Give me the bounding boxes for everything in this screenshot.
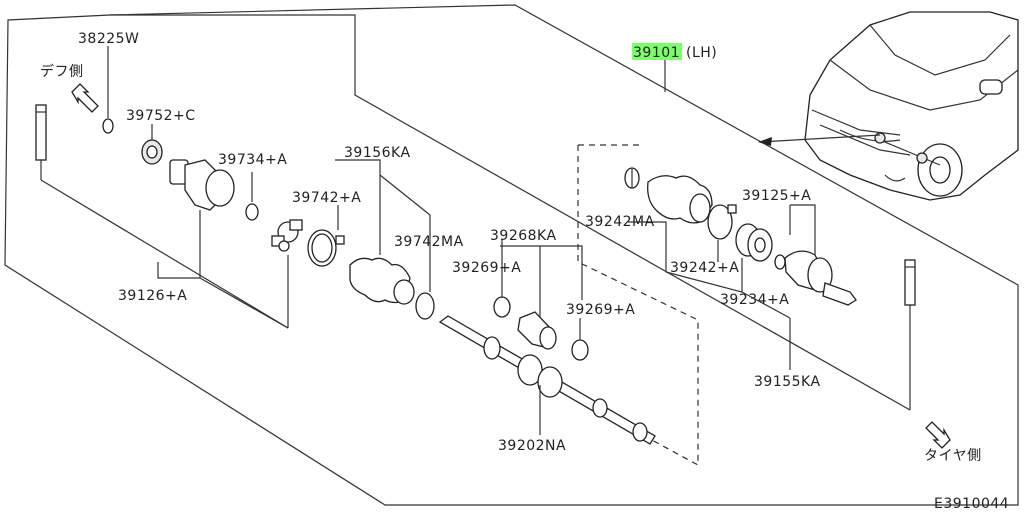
- diff-side-label: デフ側: [40, 63, 84, 80]
- oil-seal-39752c: [141, 139, 163, 165]
- leader-39156ka-b: [379, 174, 431, 216]
- part-label-39242a[interactable]: 39242+A: [670, 260, 739, 276]
- part-label-39269a-top[interactable]: 39269+A: [452, 260, 521, 276]
- inner-boot-39156ka: [349, 257, 415, 305]
- inner-joint-housing: [169, 159, 235, 211]
- outer-joint-cage-39234a: [735, 223, 786, 270]
- callout-arrowhead: [758, 137, 772, 146]
- band-clip: [727, 204, 737, 214]
- left-rod-part: [35, 104, 47, 180]
- part-label-39155ka[interactable]: 39155KA: [754, 374, 821, 390]
- part-label-39268ka[interactable]: 39268KA: [490, 228, 557, 244]
- leader-39126a-join: [157, 262, 200, 279]
- part-label-39156ka[interactable]: 39156KA: [344, 145, 411, 161]
- diagram-frame: [4, 4, 1019, 506]
- boot-band-39742ma: [415, 292, 435, 320]
- snap-ring-38225w: [102, 118, 114, 134]
- main-part-highlight: [632, 43, 682, 60]
- leader-39156ka-a: [335, 159, 381, 255]
- outer-kit-dashed-box-left: [577, 145, 699, 467]
- leader-39126a-c: [199, 277, 289, 329]
- part-label-39742a[interactable]: 39742+A: [292, 190, 361, 206]
- diagram-code: E3910044: [934, 496, 1009, 512]
- circlip-39734a: [245, 203, 259, 221]
- tripod-joint: [271, 219, 303, 252]
- part-label-39752c[interactable]: 39752+C: [126, 108, 196, 124]
- main-part-number[interactable]: 39101: [633, 45, 680, 61]
- tire-side-arrow-icon: [925, 421, 951, 449]
- part-label-38225w[interactable]: 38225W: [78, 31, 139, 47]
- callout-arrow-line: [759, 134, 881, 143]
- right-rod-part: [904, 259, 916, 306]
- drive-shaft-39202na: [438, 315, 656, 445]
- leader-39268ka-bracket: [500, 245, 583, 300]
- part-label-39742ma[interactable]: 39742MA: [394, 234, 464, 250]
- part-label-39126a[interactable]: 39126+A: [118, 288, 187, 304]
- part-label-39242ma[interactable]: 39242MA: [585, 214, 655, 230]
- boot-band-39242a: [707, 204, 733, 240]
- main-part-side: (LH): [686, 45, 717, 61]
- tire-side-label: タイヤ側: [924, 448, 982, 464]
- leader-line-left-group: [40, 179, 289, 329]
- part-label-39734a[interactable]: 39734+A: [218, 152, 287, 168]
- part-label-39125a[interactable]: 39125+A: [742, 188, 811, 204]
- part-label-39269a-bottom[interactable]: 39269+A: [566, 302, 635, 318]
- assembly-boundary-line: [110, 14, 911, 411]
- vehicle-illustration: [804, 11, 1019, 201]
- leader-39125a: [790, 204, 816, 255]
- damper-39268ka: [493, 296, 589, 361]
- leader-39242ma: [628, 221, 667, 272]
- diff-side-arrow-icon: [71, 83, 99, 113]
- part-label-39234a[interactable]: 39234+A: [720, 292, 789, 308]
- boot-band-39742a: [307, 229, 345, 267]
- outer-joint-39125a: [784, 250, 857, 306]
- part-label-39202na[interactable]: 39202NA: [498, 438, 566, 454]
- leader-group-39155ka: [665, 271, 791, 319]
- outer-boot: [647, 175, 713, 224]
